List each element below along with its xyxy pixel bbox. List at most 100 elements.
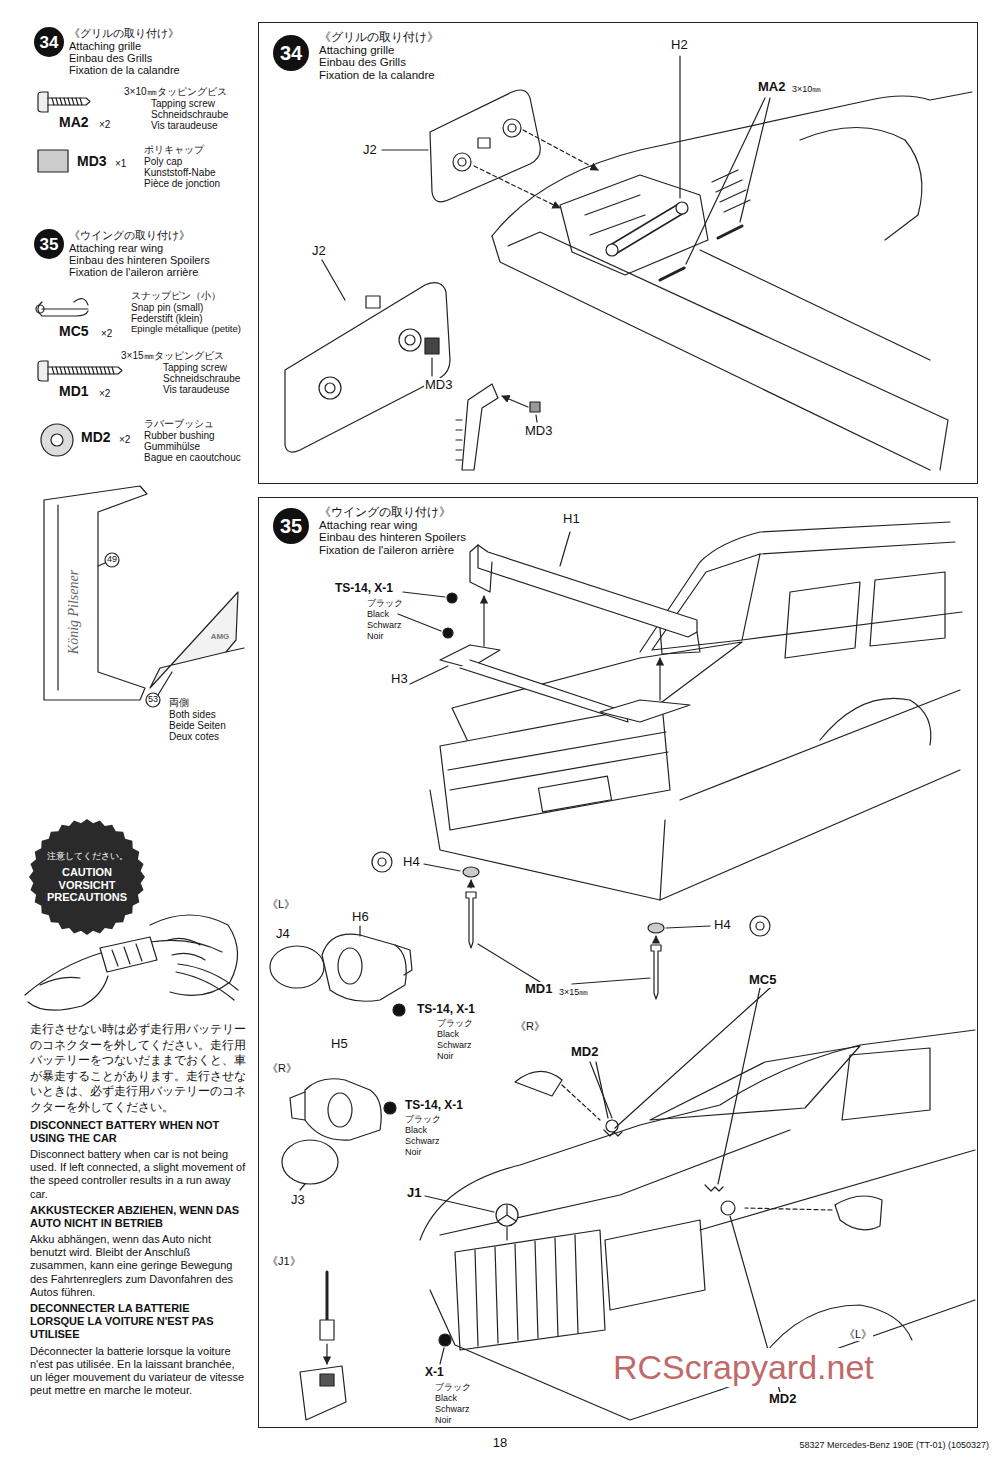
grille-part <box>382 149 428 150</box>
mirror-parts <box>290 1092 305 1120</box>
part-name: Rubber bushing <box>143 430 216 442</box>
comb-part <box>456 420 462 460</box>
dimension: 3×10㎜ <box>791 84 822 94</box>
hand-connector-sketch <box>28 976 108 1010</box>
car-front-illustration <box>496 1204 518 1226</box>
car-front-illustration <box>604 1130 622 1136</box>
step-heading: Fixation de l'aileron arrière <box>68 266 199 279</box>
part-name: Tapping screw <box>162 362 228 374</box>
part-name: Bague en caoutchouc <box>143 452 242 464</box>
step-heading: Attaching rear wing <box>319 519 466 532</box>
paint-color: ブラック <box>366 598 404 608</box>
part-code: MD3 <box>76 153 108 169</box>
car-front-illustration <box>439 1334 451 1346</box>
caution-text: Akku abhängen, wenn das Auto nicht benut… <box>30 1233 246 1299</box>
tapping-screw-icon <box>48 98 90 105</box>
grille-part <box>319 377 341 399</box>
car-rear-illustration <box>430 790 665 900</box>
paint-color: Schwarz <box>436 1040 473 1050</box>
hand-connector-sketch <box>100 937 157 972</box>
rear-wing-part <box>600 700 690 722</box>
wing-decal-sketch <box>44 486 147 700</box>
paint-color: Schwarz <box>434 1404 471 1414</box>
car-front-illustration <box>596 1062 608 1118</box>
part-label: J2 <box>362 143 378 158</box>
part-quantity: ×2 <box>100 328 113 340</box>
drawing-part <box>25 56 975 1420</box>
part-label: H1 <box>562 512 581 527</box>
page-footer: 58327 Mercedes-Benz 190E (TT-01) (105032… <box>798 1440 990 1450</box>
rear-bumper-illustration <box>492 92 972 236</box>
part-name: Schneidschraube <box>150 109 229 121</box>
page-number: 18 <box>492 1436 508 1451</box>
paint-color: Noir <box>436 1051 455 1061</box>
part-code: MD1 <box>524 982 553 997</box>
part-name: スナップピン（小） <box>130 290 222 302</box>
mirror-parts <box>384 1102 396 1114</box>
car-front-illustration <box>605 1220 705 1310</box>
part-name: Pièce de jonction <box>143 178 221 190</box>
paint-code: TS-14, X-1 <box>404 1099 464 1113</box>
step-heading: Einbau des Grills <box>68 52 153 65</box>
part-name: Snap pin (small) <box>130 302 204 314</box>
grille-bracket-part <box>679 56 680 198</box>
step-number-text: 35 <box>40 236 59 253</box>
grille-part <box>458 158 466 166</box>
snap-pin-icon <box>36 299 88 316</box>
grille-bracket-part <box>718 226 742 238</box>
caution-text: Disconnect battery when car is not being… <box>30 1148 246 1201</box>
car-front-illustration <box>562 1085 600 1120</box>
part-name: Poly cap <box>143 156 183 168</box>
paint-color: Black <box>366 609 390 619</box>
part-name: ポリキャップ <box>143 144 205 156</box>
car-front-illustration <box>475 1235 578 1346</box>
wing-decal-sketch <box>150 592 238 688</box>
grille-part <box>503 119 521 137</box>
emblem-detail <box>326 1344 327 1364</box>
part-label: J2 <box>311 244 327 259</box>
grille-part <box>325 383 335 393</box>
screw-washer-parts <box>378 858 386 866</box>
paint-color: Schwarz <box>366 620 403 630</box>
paint-color: Noir <box>404 1147 423 1157</box>
part-name: 3×10㎜タッピングビス <box>123 86 228 98</box>
car-rear-illustration <box>440 704 670 830</box>
rear-wing-part <box>398 532 700 722</box>
decal-text: AMG <box>210 632 231 641</box>
emblem-detail <box>320 1374 334 1386</box>
decal-text: König Pilsener <box>66 569 82 655</box>
part-code: MA2 <box>757 80 786 95</box>
comb-part <box>530 402 540 412</box>
car-front-illustration <box>515 1071 562 1096</box>
car-rear-illustration <box>652 554 760 650</box>
rear-wing-part <box>443 628 453 638</box>
car-rear-illustration <box>538 776 611 812</box>
screw-washer-parts <box>655 936 656 942</box>
tapping-screw-icon <box>38 92 48 112</box>
paint-code: TS-14, X-1 <box>416 1003 476 1017</box>
grille-part <box>453 153 471 171</box>
mirror-parts <box>328 1093 352 1127</box>
part-code: MD2 <box>570 1045 599 1060</box>
badge-outline <box>29 819 145 935</box>
step-heading: 《グリルの取り付け》 <box>68 27 180 40</box>
part-quantity: ×2 <box>118 434 131 446</box>
car-front-illustration <box>506 1227 507 1240</box>
car-rear-illustration <box>430 522 962 900</box>
rear-wing-part <box>410 666 448 684</box>
hand-connector-sketch <box>168 938 205 960</box>
screw-washer-parts <box>648 923 664 933</box>
mirror-parts <box>270 946 324 988</box>
part-name: Vis taraudeuse <box>150 120 219 132</box>
mirror-parts <box>395 945 412 975</box>
mirror-parts <box>270 926 412 1190</box>
step-number-text: 35 <box>280 516 302 536</box>
step-heading: Einbau des hinteren Spoilers <box>68 254 211 267</box>
paint-code: TS-14, X-1 <box>334 582 394 596</box>
rear-wing-part <box>447 593 457 603</box>
mirror-parts <box>359 926 360 936</box>
car-front-illustration <box>705 1185 723 1191</box>
caution-text: 走行させない時は必ず走行用バッテリーのコネクターを外してください。走行用バッテリ… <box>30 1022 246 1116</box>
wing-decal-sketch <box>57 505 58 690</box>
part-code: MD1 <box>58 383 90 399</box>
